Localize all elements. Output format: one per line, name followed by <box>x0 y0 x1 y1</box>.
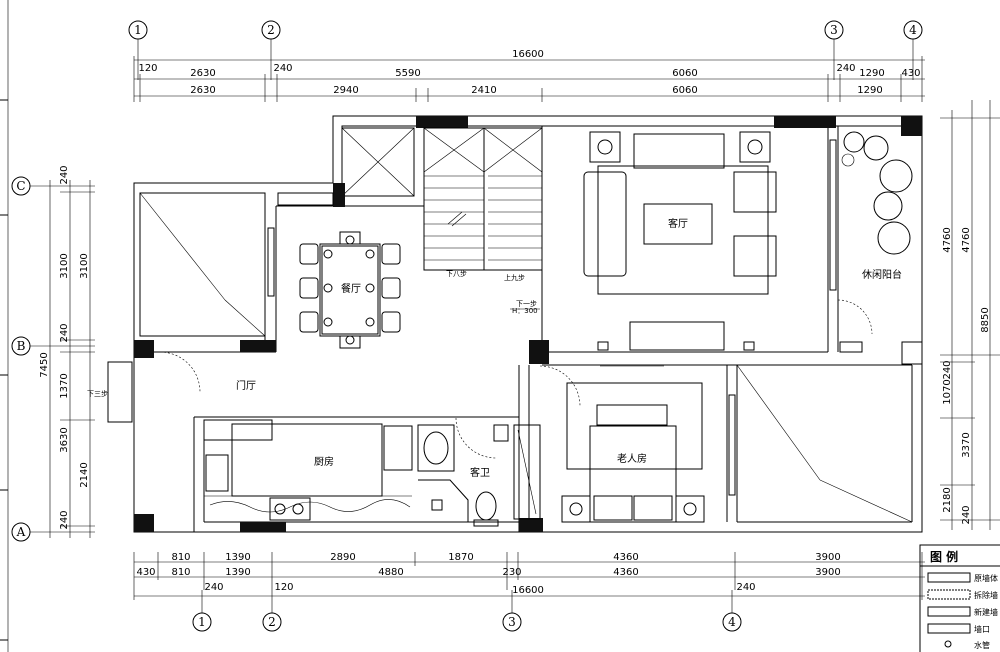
top-dimensions: 16600 120 2630 240 5590 240 6060 1290 43… <box>133 49 925 102</box>
dim-top-5590: 5590 <box>395 68 420 79</box>
axis-bot-1: 1 <box>198 615 206 629</box>
dim-top-total: 16600 <box>512 49 544 60</box>
dim-bot-430: 430 <box>136 567 155 578</box>
dim-top-1290a: 1290 <box>859 68 884 79</box>
room-label-foyer: 门厅 <box>236 379 256 392</box>
dim-left-240a: 240 <box>59 165 70 184</box>
dim-bot-230: 230 <box>502 567 521 578</box>
dim-bot-2890: 2890 <box>330 552 355 563</box>
kitchen-furniture <box>203 419 413 521</box>
dim-left-7450: 7450 <box>39 352 50 377</box>
room-label-dining: 餐厅 <box>341 282 361 295</box>
axis-top-4: 4 <box>909 23 917 37</box>
dim-bot-1390b: 1390 <box>225 567 250 578</box>
legend-item-new-wall: 新建墙 <box>974 607 998 617</box>
dim-top-2940: 2940 <box>333 85 358 96</box>
dim-left-3100b: 3100 <box>79 253 90 278</box>
dim-bot-4360b: 4360 <box>613 567 638 578</box>
dim-bot-810a: 810 <box>171 552 190 563</box>
dim-bot-1870: 1870 <box>448 552 473 563</box>
balcony-furniture <box>839 131 923 365</box>
dim-left-240b: 240 <box>59 323 70 342</box>
dim-bot-3900b: 3900 <box>815 567 840 578</box>
axis-bot-4: 4 <box>728 615 736 629</box>
right-dimensions: 4760 8850 4760 240 1070 3370 2180 240 <box>940 100 1000 530</box>
room-label-living: 客厅 <box>668 217 688 230</box>
dim-bot-3900a: 3900 <box>815 552 840 563</box>
dim-right-1070: 1070 <box>942 379 953 404</box>
dim-left-3100a: 3100 <box>59 253 70 278</box>
dim-bot-240a: 240 <box>204 582 223 593</box>
stair-down1-label: 下一步 <box>516 300 537 308</box>
room-label-balcony: 休闲阳台 <box>862 268 902 281</box>
dim-right-4760a: 4760 <box>942 227 953 252</box>
dim-left-2140: 2140 <box>79 462 90 487</box>
room-labels: 客厅 餐厅 门厅 厨房 客卫 老人房 休闲阳台 <box>236 217 902 479</box>
dim-bot-total: 16600 <box>512 585 544 596</box>
axis-bot-2: 2 <box>268 615 276 629</box>
stair-down8-label: 下八步 <box>446 270 467 278</box>
living-room-furniture <box>583 131 777 367</box>
dim-bot-4880: 4880 <box>378 567 403 578</box>
dim-bot-120: 120 <box>274 582 293 593</box>
walls <box>107 115 923 533</box>
axis-left-b: B <box>17 339 26 353</box>
bathroom-fixtures <box>417 424 509 527</box>
dim-top-6060b: 6060 <box>672 85 697 96</box>
legend: 图 例 原墙体 拆除墙 新建墙 墙口 水管 <box>919 544 1000 652</box>
legend-item-demolished-wall: 拆除墙 <box>974 590 998 600</box>
dining-table <box>299 231 401 349</box>
axis-left-c: C <box>16 179 25 193</box>
legend-item-opening: 墙口 <box>974 624 990 634</box>
stair-up9-label: 上九步 <box>504 273 525 282</box>
dim-left-240c: 240 <box>59 510 70 529</box>
door-swings <box>159 299 873 459</box>
dim-top-2410: 2410 <box>471 85 496 96</box>
dim-top-2630b: 2630 <box>190 85 215 96</box>
bottom-axis-markers: 1 2 3 4 <box>192 590 742 632</box>
dim-bot-4360a: 4360 <box>613 552 638 563</box>
dim-top-430: 430 <box>901 68 920 79</box>
dim-left-1370: 1370 <box>59 373 70 398</box>
room-label-guest-bath: 客卫 <box>470 466 490 479</box>
dim-right-8850: 8850 <box>980 307 991 332</box>
dim-right-240b: 240 <box>961 505 972 524</box>
stair-height-label: H：300 <box>512 307 538 315</box>
legend-title: 图 例 <box>930 549 958 564</box>
axis-bot-3: 3 <box>508 615 516 629</box>
bottom-dimensions: 810 1390 2890 1870 4360 3900 430 810 139… <box>133 552 925 600</box>
dim-bot-1390a: 1390 <box>225 552 250 563</box>
axis-top-2: 2 <box>267 23 275 37</box>
dim-top-2630a: 2630 <box>190 68 215 79</box>
left-dimensions: C B A 7450 240 3100 240 1370 3630 240 31… <box>11 165 95 542</box>
dim-left-3630: 3630 <box>59 427 70 452</box>
legend-item-original-wall: 原墙体 <box>974 573 998 583</box>
dim-right-3370: 3370 <box>961 432 972 457</box>
stairs: 下八步 上九步 下三步 下一步 H：300 <box>87 127 543 398</box>
dim-bot-240b: 240 <box>736 582 755 593</box>
dim-right-240a: 240 <box>942 360 953 379</box>
dim-bot-810b: 810 <box>171 567 190 578</box>
axis-top-1: 1 <box>134 23 142 37</box>
margin-ticks <box>0 0 9 652</box>
dim-top-240a: 240 <box>273 63 292 74</box>
legend-item-water-pipe: 水管 <box>974 640 990 650</box>
axis-top-3: 3 <box>830 23 838 37</box>
stair-down3-label: 下三步 <box>87 390 108 398</box>
axis-left-a: A <box>16 525 26 539</box>
room-label-elder: 老人房 <box>617 452 647 465</box>
dim-right-2180: 2180 <box>942 487 953 512</box>
elder-room-furniture <box>513 382 705 523</box>
dim-top-120: 120 <box>138 63 157 74</box>
room-label-kitchen: 厨房 <box>314 455 334 468</box>
dim-top-6060a: 6060 <box>672 68 697 79</box>
dim-top-240b: 240 <box>836 63 855 74</box>
dim-top-1290b: 1290 <box>857 85 882 96</box>
dim-right-4760b: 4760 <box>961 227 972 252</box>
top-axis-markers: 1 2 3 4 <box>128 20 923 80</box>
